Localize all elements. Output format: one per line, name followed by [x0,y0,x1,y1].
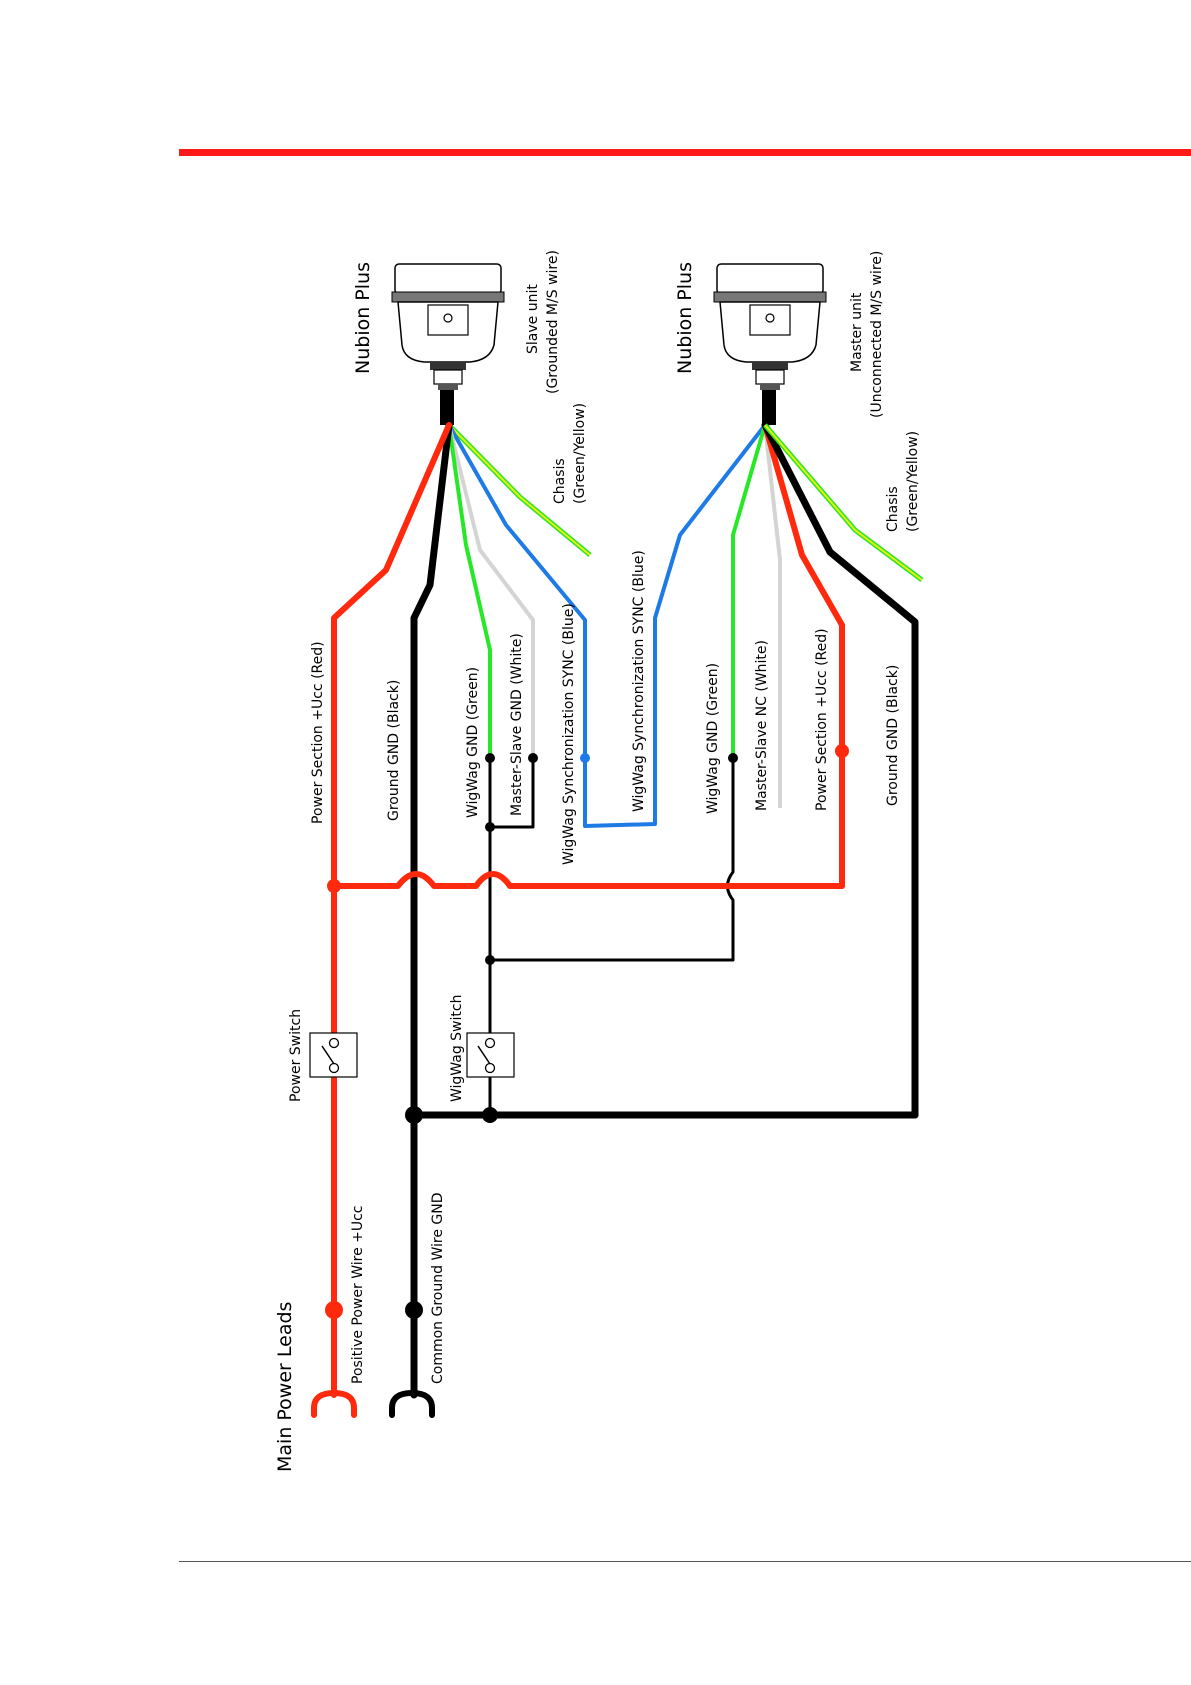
master-power-wire-label: Power Section +Ucc (Red) [814,628,830,811]
junction-dot [485,753,495,763]
master-ms-nc-wire [763,424,782,808]
master-device-icon [713,263,827,425]
slave-ground-wire [410,421,453,1119]
slave-ms-gnd-label: Master-Slave GND (White) [509,633,525,816]
junction-dot [528,753,538,763]
junction-dot [482,1107,498,1123]
slave-device-icon [391,263,505,425]
slave-title: Nubion Plus [352,262,374,374]
footer-rule [179,1561,1191,1562]
ground-terminal-icon [389,1390,435,1418]
junction-dot [327,879,341,893]
slave-power-wire [331,422,452,889]
junction-dot [405,1301,423,1319]
master-wigwag-gnd-wire [731,424,767,758]
slave-sync-wire [447,424,587,758]
slave-wigwag-gnd-wire [447,424,492,758]
slave-power-wire-label: Power Section +Ucc (Red) [310,641,326,824]
slave-ground-wire-label: Ground GND (Black) [386,680,402,821]
common-ground-wire-label: Common Ground Wire GND [430,1193,446,1385]
master-chasis-sub-label: (Green/Yellow) [905,431,921,532]
wigwag-switch-icon [466,1032,515,1078]
slave-chasis-wire-stripe [448,424,591,556]
slave-chasis-sub-label: (Green/Yellow) [572,403,588,504]
slave-unit-sub-label: (Grounded M/S wire) [545,250,561,394]
junction-dot [405,1106,423,1124]
main-power-leads-label: Main Power Leads [274,1302,296,1472]
master-title: Nubion Plus [674,262,696,374]
junction-dot [580,753,590,763]
positive-terminal-icon [311,1390,357,1418]
slave-sync-label: WigWag Synchronization SYNC (Blue) [561,603,577,865]
master-chasis-wire-stripe [764,424,923,581]
master-ground-wire [761,421,919,1119]
junction-dot [325,1301,343,1319]
positive-power-wire-label: Positive Power Wire +Ucc [350,1205,366,1384]
junction-dot [728,753,738,763]
master-sync-label: WigWag Synchronization SYNC (Blue) [631,550,647,812]
junction-dot [485,822,495,832]
slave-ms-gnd-wire [447,424,535,758]
power-switch-label: Power Switch [288,1009,304,1102]
junction-dot [835,744,849,758]
power-bus [331,871,845,889]
master-sync-wire [583,423,767,828]
slave-chasis-label: Chasis [552,458,568,504]
master-unit-label: Master unit [849,292,865,372]
wigwag-switch-label: WigWag Switch [449,995,465,1102]
master-unit-sub-label: (Unconnected M/S wire) [869,251,885,418]
master-wigwag-gnd-label: WigWag GND (Green) [705,663,721,814]
ms-gnd-bridge [488,756,535,829]
master-ground-wire-label: Ground GND (Black) [885,665,901,806]
master-wigwag-gnd-hop [488,756,735,962]
slave-unit-label: Slave unit [525,284,541,354]
slave-wigwag-gnd-label: WigWag GND (Green) [465,667,481,818]
header-red-rule [179,149,1191,156]
power-switch-icon [309,1032,358,1078]
master-ms-nc-label: Master-Slave NC (White) [754,640,770,811]
junction-dot [485,955,495,965]
slave-chasis-wire [447,423,592,557]
master-chasis-label: Chasis [885,486,901,532]
